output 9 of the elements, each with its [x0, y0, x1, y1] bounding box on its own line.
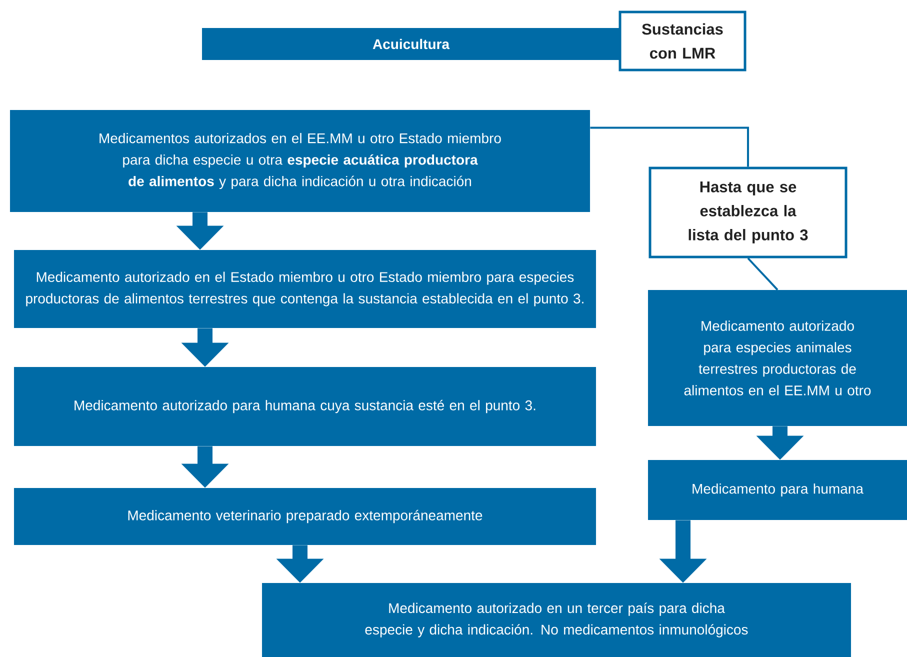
label-box: Sustancias con LMR: [618, 10, 746, 72]
process-box: Medicamento autorizado en un tercer país para dicha especie y dicha indicación. No medicamentos inmunológicos: [262, 583, 851, 657]
process-box: Medicamentos autorizados en el EE.MM u otro Estado miembro para dicha especie u otra especie acuática productora de alimentos y para dicha indicación u otra indicación: [10, 110, 590, 212]
connector-line: [590, 126, 749, 167]
node-label: Acuicultura: [372, 38, 450, 50]
process-box: Medicamento autorizado para especies animales terrestres productoras de alimentos en el EE.MM u otro: [648, 290, 907, 426]
condition-box: Hasta que se establezca la lista del punto 3: [648, 166, 848, 258]
connector-line: [747, 258, 778, 290]
title-bar: Acuicultura: [202, 28, 620, 60]
